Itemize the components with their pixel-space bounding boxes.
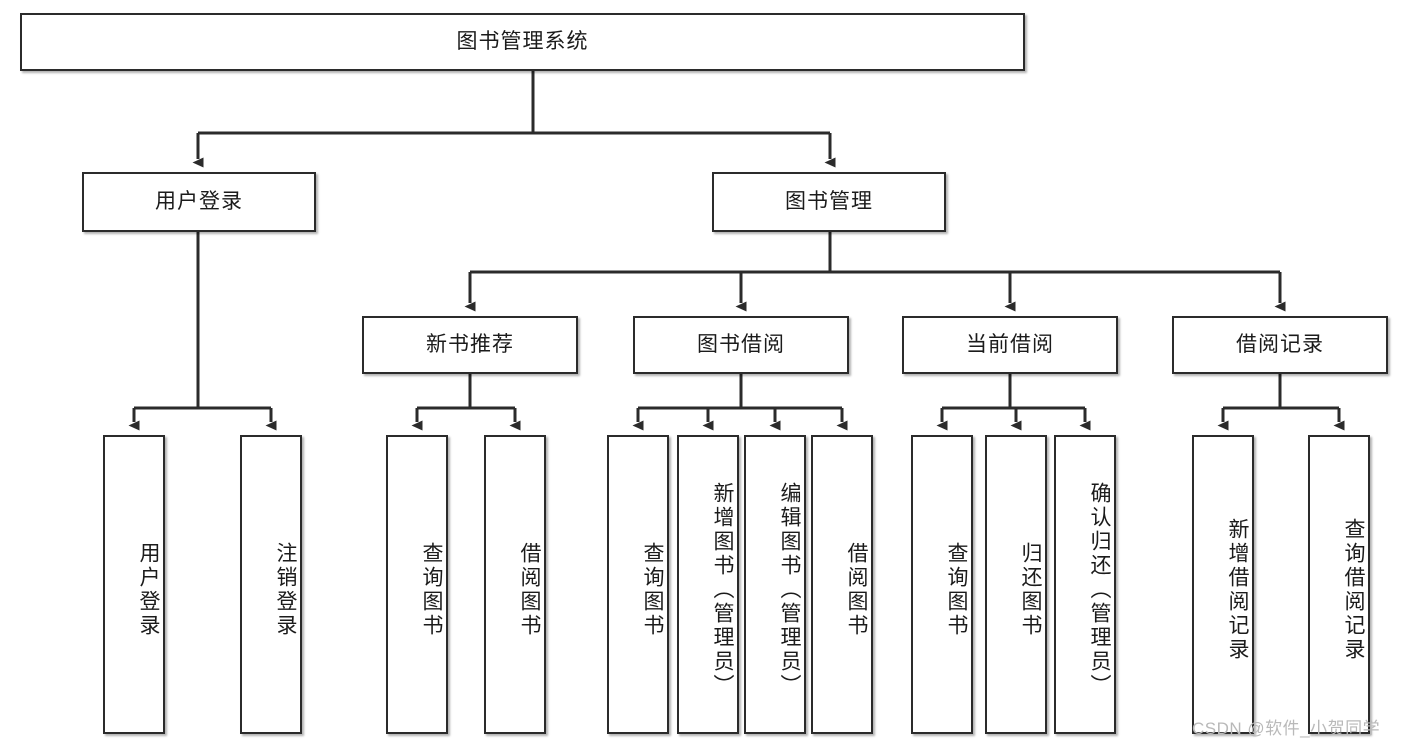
node-leaf-borrow-book[interactable]: 借阅图书: [811, 435, 873, 734]
node-leaf-borrow-book-recommend[interactable]: 借阅图书: [484, 435, 546, 734]
node-leaf-query-book-current[interactable]: 查询图书: [911, 435, 973, 734]
node-leaf-query-book-current-label: 查询图书: [945, 541, 968, 638]
node-leaf-user-login-label: 用户登录: [137, 541, 160, 638]
node-leaf-query-book-recommend[interactable]: 查询图书: [386, 435, 448, 734]
node-leaf-add-book-admin[interactable]: 新增图书（管理员）: [677, 435, 739, 734]
node-leaf-add-borrow-record-label: 新增借阅记录: [1226, 517, 1249, 662]
node-leaf-query-book-borrow-label: 查询图书: [641, 541, 664, 638]
node-leaf-query-book-recommend-label: 查询图书: [420, 541, 443, 638]
node-book-management-label: 图书管理: [785, 190, 873, 214]
node-root-label: 图书管理系统: [456, 30, 589, 54]
node-leaf-logout-login-label: 注销登录: [274, 541, 297, 638]
node-leaf-query-book-borrow[interactable]: 查询图书: [607, 435, 669, 734]
node-borrow-record[interactable]: 借阅记录: [1172, 316, 1388, 374]
node-leaf-edit-book-admin-label: 编辑图书（管理员）: [778, 481, 801, 698]
node-leaf-return-book-label: 归还图书: [1019, 541, 1042, 638]
node-leaf-query-borrow-record[interactable]: 查询借阅记录: [1308, 435, 1370, 734]
node-current-borrow[interactable]: 当前借阅: [902, 316, 1118, 374]
node-borrow-record-label: 借阅记录: [1236, 333, 1324, 357]
node-leaf-logout-login[interactable]: 注销登录: [240, 435, 302, 734]
node-leaf-add-book-admin-label: 新增图书（管理员）: [711, 481, 734, 698]
node-user-login-label: 用户登录: [155, 190, 243, 214]
node-leaf-add-borrow-record[interactable]: 新增借阅记录: [1192, 435, 1254, 734]
node-book-borrow[interactable]: 图书借阅: [633, 316, 849, 374]
node-current-borrow-label: 当前借阅: [966, 333, 1054, 357]
node-new-book-recommend[interactable]: 新书推荐: [362, 316, 578, 374]
node-leaf-borrow-book-label: 借阅图书: [845, 541, 868, 638]
node-leaf-confirm-return-admin[interactable]: 确认归还（管理员）: [1054, 435, 1116, 734]
node-leaf-return-book[interactable]: 归还图书: [985, 435, 1047, 734]
node-leaf-user-login[interactable]: 用户登录: [103, 435, 165, 734]
node-leaf-query-borrow-record-label: 查询借阅记录: [1342, 517, 1365, 662]
node-user-login[interactable]: 用户登录: [82, 172, 316, 232]
node-leaf-edit-book-admin[interactable]: 编辑图书（管理员）: [744, 435, 806, 734]
node-book-borrow-label: 图书借阅: [697, 333, 785, 357]
node-leaf-confirm-return-admin-label: 确认归还（管理员）: [1088, 481, 1111, 698]
node-book-management[interactable]: 图书管理: [712, 172, 946, 232]
node-leaf-borrow-book-recommend-label: 借阅图书: [518, 541, 541, 638]
node-new-book-recommend-label: 新书推荐: [426, 333, 514, 357]
node-root[interactable]: 图书管理系统: [20, 13, 1025, 71]
